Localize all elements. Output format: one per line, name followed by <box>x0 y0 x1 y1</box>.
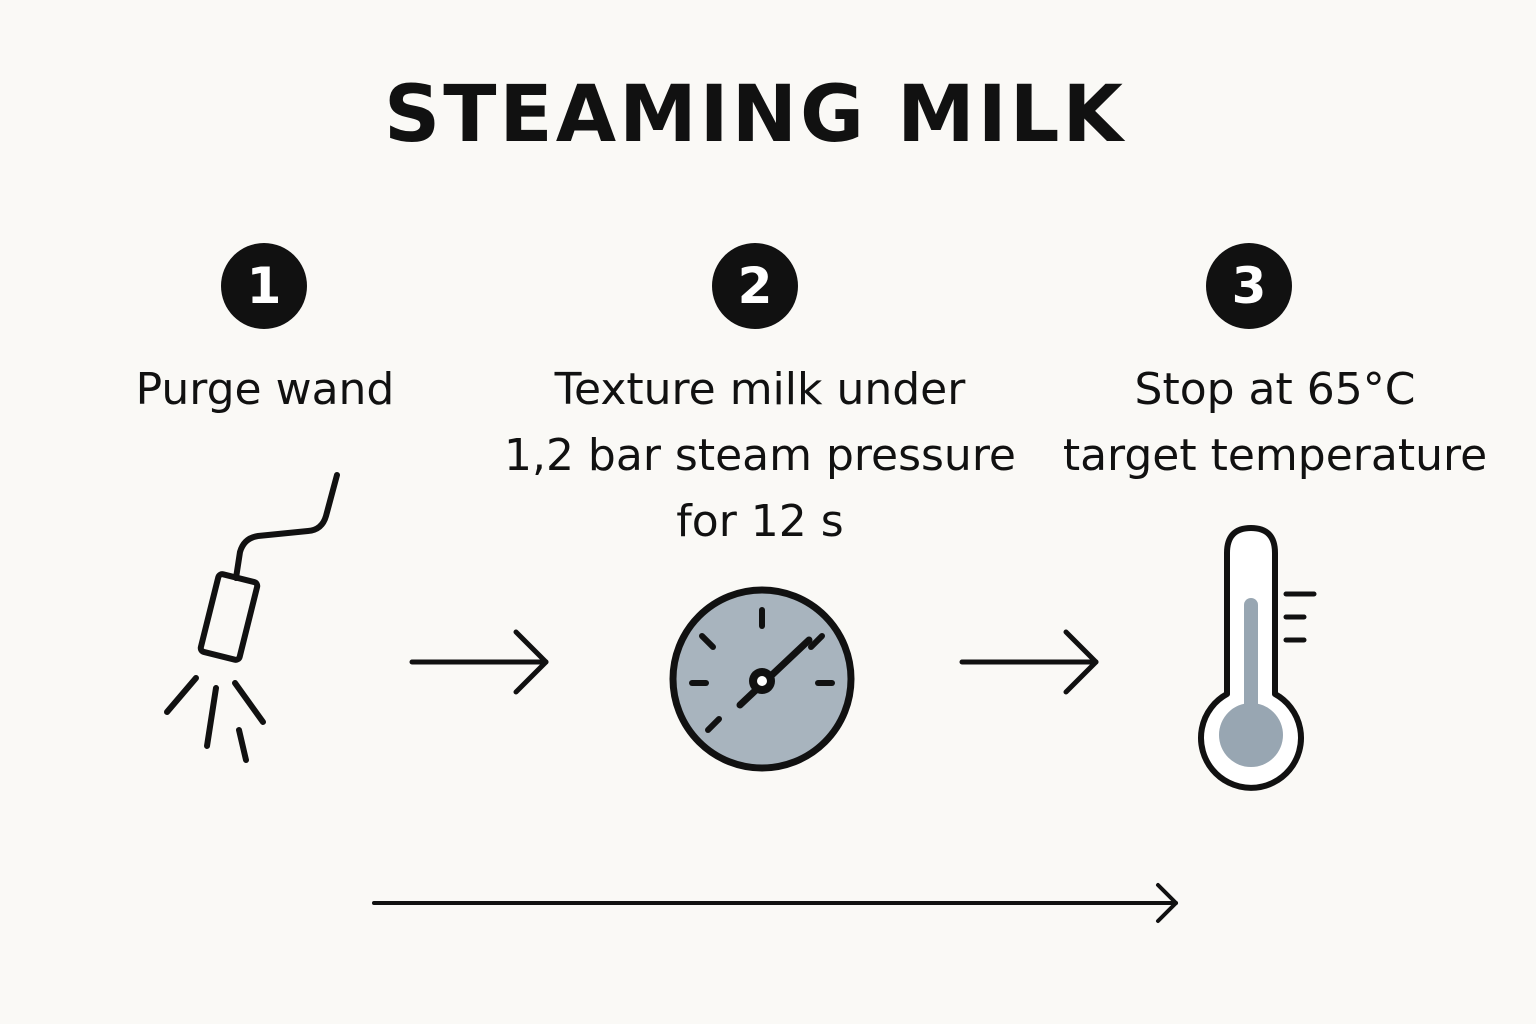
step-3-label: Stop at 65°C target temperature <box>1050 357 1500 489</box>
step-3-label-line-1: Stop at 65°C <box>1134 364 1416 415</box>
step-2-label: Texture milk under 1,2 bar steam pressur… <box>480 357 1040 555</box>
step-1-number-badge: 1 <box>221 243 307 329</box>
process-flow-arrow <box>372 883 1178 923</box>
step-2-number-badge: 2 <box>712 243 798 329</box>
diagram-title: STEAMING MILK <box>384 70 1126 160</box>
step-3-number-badge: 3 <box>1206 243 1292 329</box>
step-1-label: Purge wand <box>85 357 445 423</box>
pressure-gauge-icon <box>669 586 855 772</box>
thermometer-icon <box>1198 525 1317 791</box>
step-1-label-line-1: Purge wand <box>135 364 395 415</box>
step-2-label-line-2: 1,2 bar steam pressure <box>503 430 1017 481</box>
steam-wand-icon <box>164 472 340 763</box>
arrow-step-2-to-3 <box>959 629 1099 695</box>
step-2-label-line-3: for 12 s <box>676 496 844 547</box>
step-3-label-line-2: target temperature <box>1062 430 1488 481</box>
step-2-label-line-1: Texture milk under <box>554 364 966 415</box>
arrow-step-1-to-2 <box>409 629 549 695</box>
